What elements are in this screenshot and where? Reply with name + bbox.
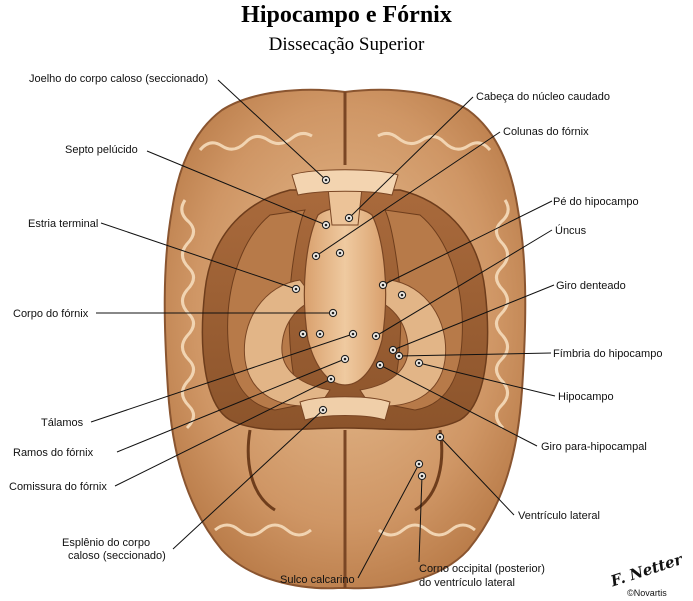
pin-marker (348, 329, 358, 339)
label-sulco-calcarino: Sulco calcarino (280, 574, 355, 586)
label-esplenio-line2: caloso (seccionado) (68, 550, 166, 562)
label-ventriculo-lateral: Ventrículo lateral (518, 510, 600, 522)
pin-marker (298, 329, 308, 339)
pin-marker (375, 360, 385, 370)
pin-marker (326, 374, 336, 384)
label-giro-para-hipocampal: Giro para-hipocampal (541, 441, 647, 453)
cortical-gyri-pattern (180, 131, 510, 537)
pin-marker (371, 331, 381, 341)
thalamus-fornix-body (303, 206, 387, 386)
label-estria-terminal: Estria terminal (28, 218, 98, 230)
splenium-corpus-callosum (299, 396, 391, 421)
label-pe-hipocampo: Pé do hipocampo (553, 196, 639, 208)
label-cabeca-caudado: Cabeça do núcleo caudado (476, 91, 610, 103)
occipital-horn-left (246, 429, 276, 512)
genu-corpus-callosum (291, 169, 399, 196)
publisher-credit: ©Novartis (627, 588, 667, 598)
pin-marker (318, 405, 328, 415)
septum-pellucidum (327, 187, 363, 226)
pin-marker (417, 471, 427, 481)
pin-marker (335, 248, 345, 258)
pin-marker (394, 351, 404, 361)
label-uncus: Úncus (555, 224, 587, 237)
label-septo-pelucido: Septo pelúcido (65, 144, 138, 156)
pin-marker (397, 290, 407, 300)
label-corno-line2: do ventrículo lateral (419, 577, 515, 589)
pin-marker (435, 432, 445, 442)
label-corpo-fornix: Corpo do fórnix (13, 308, 89, 320)
pin-marker (378, 280, 388, 290)
pin-marker (388, 345, 398, 355)
label-ramos-fornix: Ramos do fórnix (13, 447, 94, 459)
figure-subtitle: Dissecação Superior (268, 34, 425, 55)
pin-marker (311, 251, 321, 261)
pin-marker (414, 358, 424, 368)
label-joelho: Joelho do corpo caloso (seccionado) (29, 73, 208, 85)
label-colunas-fornix: Colunas do fórnix (503, 126, 589, 138)
pin-marker (291, 284, 301, 294)
pin-marker (321, 220, 331, 230)
pin-marker (340, 354, 350, 364)
label-corno-line1: Corno occipital (posterior) (419, 563, 545, 575)
label-fimbria: Fímbria do hipocampo (553, 348, 662, 360)
pin-marker (414, 459, 424, 469)
label-hipocampo: Hipocampo (558, 391, 614, 403)
pin-marker (344, 213, 354, 223)
leader-lines (90, 79, 556, 579)
pin-marker (315, 329, 325, 339)
pin-marker (321, 175, 331, 185)
artist-signature: F. Netter (607, 550, 685, 591)
label-talamos: Tálamos (41, 417, 84, 429)
figure-title: Hipocampo e Fórnix (241, 2, 452, 28)
labels: Joelho do corpo caloso (seccionado) Sept… (9, 73, 662, 589)
label-giro-denteado: Giro denteado (556, 280, 626, 292)
pin-markers (291, 175, 445, 481)
pin-marker (328, 308, 338, 318)
label-esplenio-line1: Esplênio do corpo (62, 537, 150, 549)
label-comissura-fornix: Comissura do fórnix (9, 481, 107, 493)
